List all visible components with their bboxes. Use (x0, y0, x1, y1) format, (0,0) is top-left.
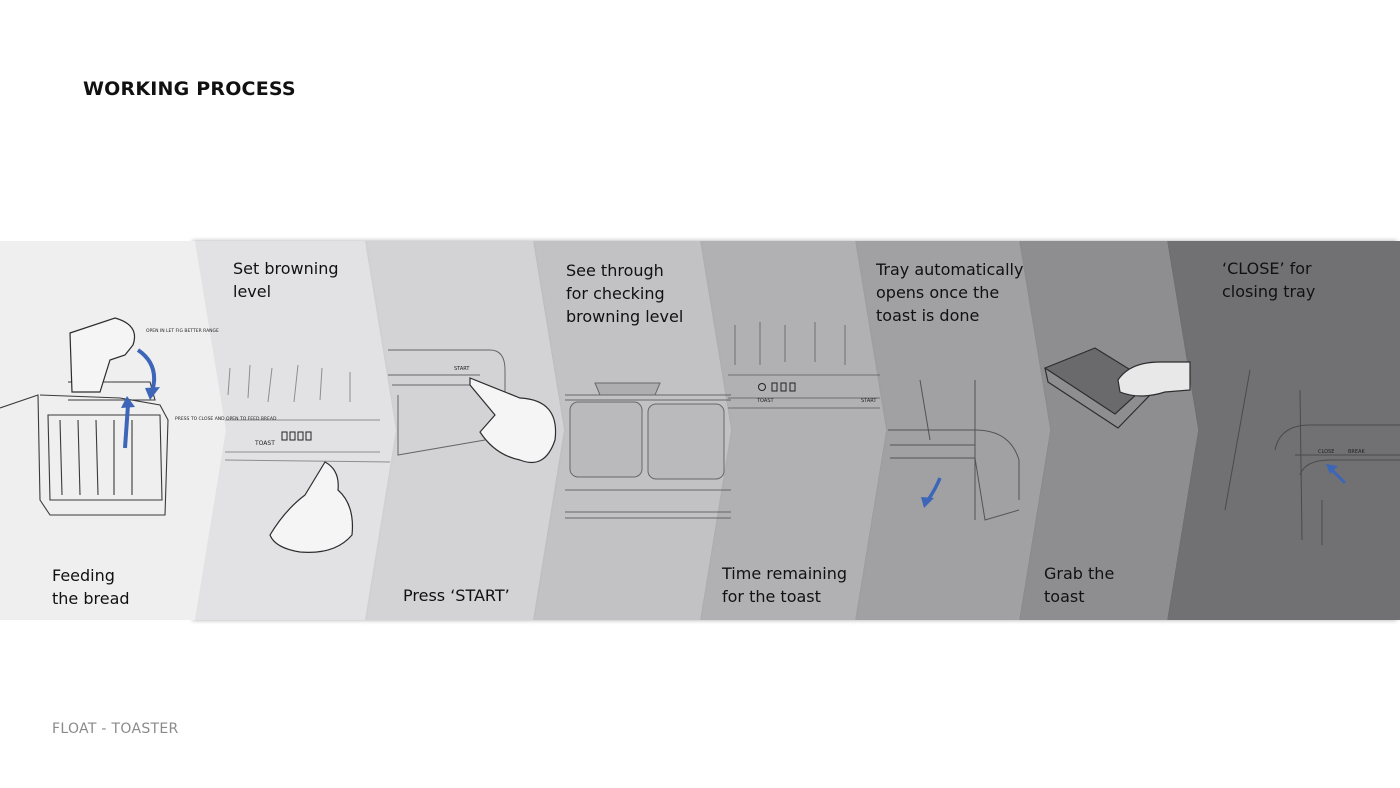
step-panel-3: START (365, 241, 564, 620)
step-panel-5: TOAST START (700, 241, 886, 620)
sketch-note: OPEN IN LET FIG BETTER RANGE (146, 328, 219, 334)
step-4-caption: See through for checking browning level (566, 261, 684, 326)
step-8-caption: ‘CLOSE’ for closing tray (1222, 259, 1316, 301)
step-2-caption: Set browning level (233, 259, 339, 301)
close-panel-label: CLOSE (1318, 449, 1334, 455)
step-panel-1: OPEN IN LET FIG BETTER RANGE PRESS TO CL… (0, 241, 277, 620)
step-5-caption: Time remaining for the toast (722, 564, 848, 606)
arrow-icon (1330, 468, 1347, 485)
step-panel-8: CLOSE BREAK (1167, 241, 1400, 620)
break-panel-label: BREAK (1348, 449, 1365, 455)
step-7-caption: Grab the toast (1044, 564, 1115, 606)
page-title: WORKING PROCESS (83, 78, 296, 100)
toast-panel-label: TOAST (254, 440, 275, 447)
step-panel-6 (855, 241, 1050, 620)
step-panel-4 (533, 241, 731, 620)
sketch-note: PRESS TO CLOSE AND OPEN TO FEED BREAD (175, 416, 277, 422)
step-6-caption: Tray automatically opens once the toast … (876, 260, 1024, 325)
toast-panel-label: TOAST (756, 398, 774, 404)
step-1-caption: Feeding the bread (52, 566, 130, 608)
step-panel-7 (1019, 241, 1198, 620)
step-panel-2: TOAST (195, 241, 396, 620)
step-3-caption: Press ‘START’ (403, 586, 510, 605)
start-panel-label: START (454, 366, 470, 372)
footer-label: FLOAT - TOASTER (52, 721, 179, 737)
start-panel-label: START (861, 398, 877, 404)
